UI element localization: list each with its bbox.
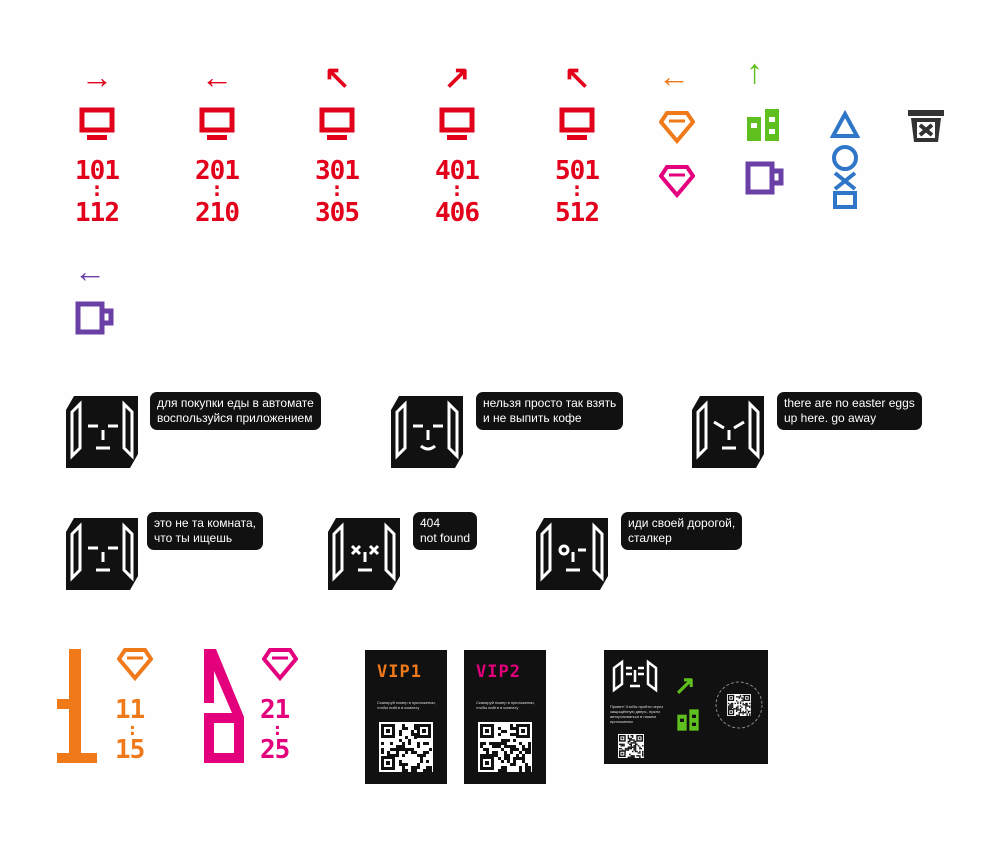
mascot-face-icon [328, 518, 400, 590]
info-board: ↗ Привет! Чтобы пройти через защищённую … [604, 650, 768, 764]
bubble-line: это не та комната, [154, 516, 256, 530]
floor-sign: → 101:112 [57, 60, 137, 230]
arrow-left-icon: ← [74, 253, 106, 289]
bubble-line: not found [420, 531, 471, 545]
poster-text: Сканируй номер в приложении, чтобы войти… [476, 700, 535, 710]
scan-ring-icon [715, 681, 763, 729]
bubble-line: иди своей дорогой, [628, 516, 736, 530]
qr-code-icon [618, 734, 644, 758]
qr-code-icon [727, 694, 751, 716]
mascot-face-icon [391, 396, 463, 468]
vip-poster-2: VIP2 Сканируй номер в приложении, чтобы … [464, 650, 546, 784]
room-range-end: 15 [115, 735, 145, 765]
poster-text: Сканируй номер в приложении, чтобы войти… [377, 700, 436, 710]
bubble-line: для покупки еды в автомате [157, 396, 314, 410]
range-separator: : [330, 177, 344, 201]
coffee-sign: ← [70, 255, 120, 345]
vip-poster-1: VIP1 Сканируй номер в приложении, чтобы … [365, 650, 447, 784]
monitor-icon [559, 107, 595, 140]
mascot-face-icon [66, 518, 138, 590]
room-range-start: 11 [115, 695, 145, 725]
digit-two-shape [204, 649, 244, 763]
wing-sign-1: 11 : 15 [55, 645, 175, 770]
direction-arrow-icon: ↖ [323, 59, 351, 95]
building-icon [747, 109, 779, 141]
mascot-face-icon [692, 396, 764, 468]
speech-bubble: это не та комната,что ты ищешь [147, 512, 263, 550]
digit-one-shape [57, 649, 97, 763]
gem-icon [117, 648, 153, 681]
wing-sign-2: 21 : 25 [200, 645, 320, 770]
trash-icon [908, 110, 944, 142]
gem-icon [659, 111, 695, 144]
bubble-line: сталкер [628, 531, 672, 545]
monitor-icon [319, 107, 355, 140]
bubble-line: 404 [420, 516, 441, 530]
poster-title: VIP2 [476, 662, 521, 682]
mascot-face-icon [66, 396, 138, 468]
range-separator: : [90, 177, 104, 201]
room-range-start: 101 [75, 156, 120, 186]
direction-arrow-icon: → [81, 59, 113, 95]
mascot-face-icon [612, 659, 658, 693]
bubble-line: что ты ищешь [154, 531, 233, 545]
floor-sign: ↖ 301:305 [297, 60, 377, 230]
range-separator: : [570, 177, 584, 201]
bubble-line: up here. go away [784, 411, 877, 425]
room-range-end: 305 [315, 198, 360, 228]
range-separator: : [210, 177, 224, 201]
monitor-icon [79, 107, 115, 140]
room-range-start: 401 [435, 156, 480, 186]
room-range-end: 406 [435, 198, 480, 228]
room-range-end: 25 [260, 735, 290, 765]
monitor-icon [199, 107, 235, 140]
arrow-up-right-icon: ↗ [674, 670, 696, 700]
range-separator: : [272, 719, 283, 740]
mug-icon [75, 301, 114, 335]
arrow-left-icon: ← [658, 58, 690, 94]
room-range-end: 112 [75, 198, 120, 228]
room-range-start: 201 [195, 156, 240, 186]
mascot-face-icon [536, 518, 608, 590]
bubble-line: нельзя просто так взять [483, 396, 617, 410]
direction-arrow-icon: ↗ [443, 59, 471, 95]
bubble-line: воспользуйся приложением [157, 411, 313, 425]
floor-sign: ← 201:210 [177, 60, 257, 230]
room-range-start: 21 [260, 695, 290, 725]
bubble-line: there are no easter eggs [784, 396, 915, 410]
floor-sign: ↖ 501:512 [537, 60, 617, 230]
direction-arrow-icon: ↖ [563, 59, 591, 95]
room-range-end: 512 [555, 198, 600, 228]
room-range-end: 210 [195, 198, 240, 228]
bubble-line: и не выпить кофе [483, 411, 582, 425]
range-separator: : [450, 177, 464, 201]
poster-title: VIP1 [377, 662, 422, 682]
monitor-icon [439, 107, 475, 140]
arrow-up-icon: ↑ [746, 53, 763, 91]
gem-icon [659, 165, 695, 198]
room-range-start: 501 [555, 156, 600, 186]
speech-bubble: иди своей дорогой,сталкер [621, 512, 743, 550]
board-text: Привет! Чтобы пройти через защищённую дв… [610, 704, 664, 724]
floor-sign: ↗ 401:406 [417, 60, 497, 230]
amenity-column-gem: ← [655, 60, 705, 210]
shapes-icon [830, 110, 860, 209]
building-icon [677, 709, 699, 731]
gem-icon [262, 648, 298, 681]
direction-arrow-icon: ← [201, 59, 233, 95]
mug-icon [745, 161, 784, 195]
qr-code-icon [478, 722, 532, 772]
qr-code-icon [379, 722, 433, 772]
range-separator: : [127, 719, 138, 740]
amenity-column-coffee: ↑ [740, 55, 790, 205]
room-range-start: 301 [315, 156, 360, 186]
